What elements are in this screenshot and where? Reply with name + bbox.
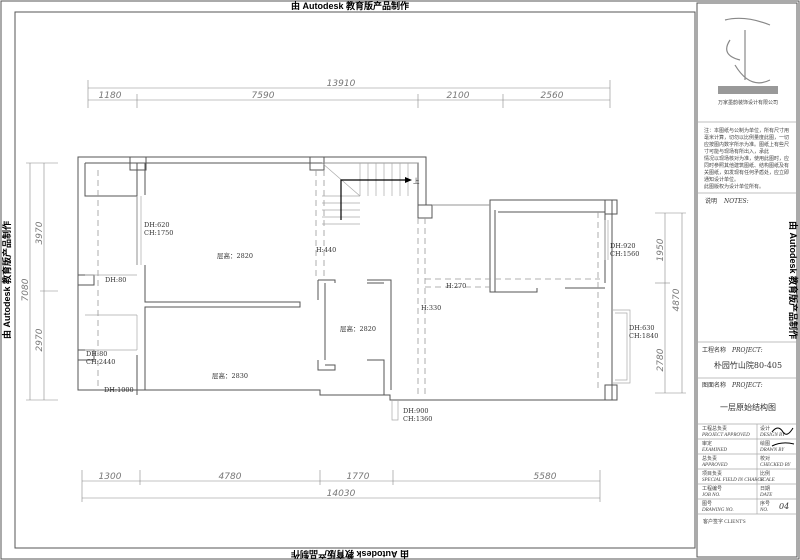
title-block-cell: 工程总负责 [702,425,727,432]
svg-text:通知设计单位。: 通知设计单位。 [704,176,739,183]
title-block-cell: DRAWING NO. [701,508,734,513]
svg-text:此图版权为设计单位所有。: 此图版权为设计单位所有。 [704,183,764,190]
room-height-upper-left: 层高：2820 [217,251,253,260]
opening-w7-ch: CH:1360 [403,415,432,423]
title-block-cell: CHECKED BY [760,463,792,468]
title-block-cell: DRAWN BY [759,448,785,453]
svg-text:注：本图纸与公制为单位，所有尺寸用: 注：本图纸与公制为单位，所有尺寸用 [704,127,789,134]
drawing-label-en: PROJECT: [731,382,763,389]
title-block-cell: DESIGN BY [759,433,786,438]
title-block-cell: 设计 [760,425,770,432]
dim-bottom-3: 1770 [347,472,370,482]
svg-text:情况以现场核对为准，使用此图时，应: 情况以现场核对为准，使用此图时，应 [704,155,789,162]
inner-frame [14,11,696,549]
dim-left-1: 3970 [35,221,45,244]
title-block-cell: 审定 [702,440,712,447]
beam-h270: H:270 [446,282,466,290]
title-block-cell: PROJECT APPROVED [701,433,750,438]
title-block-cell: SCALE [760,478,775,483]
project-label-en: PROJECT: [731,347,763,354]
opening-w5-ch: CH:1560 [610,250,639,258]
title-block-cell: 图号 [702,501,712,507]
title-block-cell: 绘图 [760,440,770,447]
dim-top-3: 2100 [447,91,470,101]
bottom-dimensions: 1300 4780 1770 5580 14030 [81,470,601,502]
dim-top-2: 7590 [252,91,275,101]
title-block-cell: DATE [759,493,772,498]
title-block-cell: NO. [759,508,768,513]
dim-left-2: 2970 [35,328,45,351]
stair-up-label: 上 [413,176,420,185]
watermark-top: 由 Autodesk 教育版产品制作 [291,0,409,11]
opening-w4: DH:1000 [104,386,134,394]
signature [771,427,795,447]
watermark-right: 由 Autodesk 教育版产品制作 [788,221,799,339]
svg-text:关图纸，如发现有任何矛盾处，应立即: 关图纸，如发现有任何矛盾处，应立即 [704,169,789,176]
notes-text: 注：本图纸与公制为单位，所有尺寸用 毫米计算，切勿以比例量度此图，一切 应按图内… [704,127,789,190]
title-block-cell: 工程编号 [702,485,722,492]
title-block-cell: APPROVED [701,463,728,468]
project-name: 朴园竹山院80-405 [714,360,782,370]
sheet-number: 04 [779,502,789,511]
dim-right-1: 1950 [656,238,666,261]
dim-right-total: 4870 [672,288,682,311]
top-dimensions: 13910 1180 7590 2100 2560 [87,79,611,108]
opening-w6-dh: DH:630 [629,324,654,332]
opening-w2: DH:80 [105,276,126,284]
dim-right-2: 2780 [656,348,666,371]
client-label: 客户签字 CLIENT'S [703,518,746,525]
drawing-name: 一层原始结构图 [720,402,776,412]
title-block: 万家墨韵装饰设计有限公司 注：本图纸与公制为单位，所有尺寸用 毫米计算，切勿以比… [697,17,797,525]
opening-w1-dh: DH:620 [144,221,169,229]
svg-text:同时参照其他建筑图纸、结构图纸及有: 同时参照其他建筑图纸、结构图纸及有 [704,162,789,169]
watermark-left: 由 Autodesk 教育版产品制作 [1,221,12,339]
dim-top-total: 13910 [327,79,356,89]
company-name: 万家墨韵装饰设计有限公司 [718,99,778,106]
title-block-cell: 比例 [760,470,770,477]
opening-w3-dh: DH:80 [86,350,107,358]
beam-lines [97,170,600,395]
beam-h440: H:440 [316,246,336,254]
title-block-cell: JOB NO. [702,493,720,498]
opening-w6-ch: CH:1840 [629,332,658,340]
title-block-cell: 总负责 [702,455,717,462]
svg-text:应按图内数字所示为准。图纸上有些尺: 应按图内数字所示为准。图纸上有些尺 [704,141,789,148]
drawing-label: 图面名称 [702,381,726,389]
opening-w7-dh: DH:900 [403,407,428,415]
opening-w3-ch: CH:2440 [86,358,115,366]
title-block-cell: 序号 [760,500,770,507]
dim-left-total: 7080 [21,278,31,301]
svg-text:寸可能与现场有所出入，承此: 寸可能与现场有所出入，承此 [704,148,769,155]
title-block-cell: 日期 [760,486,770,492]
left-dimensions: 3970 2970 7080 [21,162,58,401]
title-block-cell: EXAMINED [701,448,727,453]
title-block-cell: SPECIAL FIELD IN CHARGE [702,478,764,483]
beam-h330: H:330 [421,304,441,312]
dim-bottom-2: 4780 [219,472,242,482]
svg-text:毫米计算，切勿以比例量度此图，一切: 毫米计算，切勿以比例量度此图，一切 [704,134,789,141]
opening-w5-dh: DH:920 [610,242,635,250]
dim-bottom-4: 5580 [534,472,557,482]
company-logo: 万家墨韵装饰设计有限公司 [718,17,778,106]
opening-w1-ch: CH:1750 [144,229,173,237]
title-block-cell: 项目负责 [702,470,722,477]
project-label: 工程名称 [702,346,726,354]
notes-label-en: NOTES: [723,198,749,205]
notes-label: 说明 [705,197,717,205]
dim-top-1: 1180 [99,91,122,101]
room-height-lower-left: 层高：2830 [212,371,248,380]
dim-top-4: 2560 [541,91,564,101]
title-block-cell: 校对 [760,455,770,462]
title-block-frame [696,2,798,558]
stair: 上 [321,162,420,225]
right-dimensions: 1950 2780 4870 [655,212,686,394]
dim-bottom-total: 14030 [327,489,356,499]
dim-bottom-1: 1300 [99,472,122,482]
stair-arrow [340,179,405,220]
watermark-bottom: 由 Autodesk 教育版产品制作 [291,549,409,560]
room-height-middle: 层高：2820 [340,324,376,333]
walls [77,156,631,421]
